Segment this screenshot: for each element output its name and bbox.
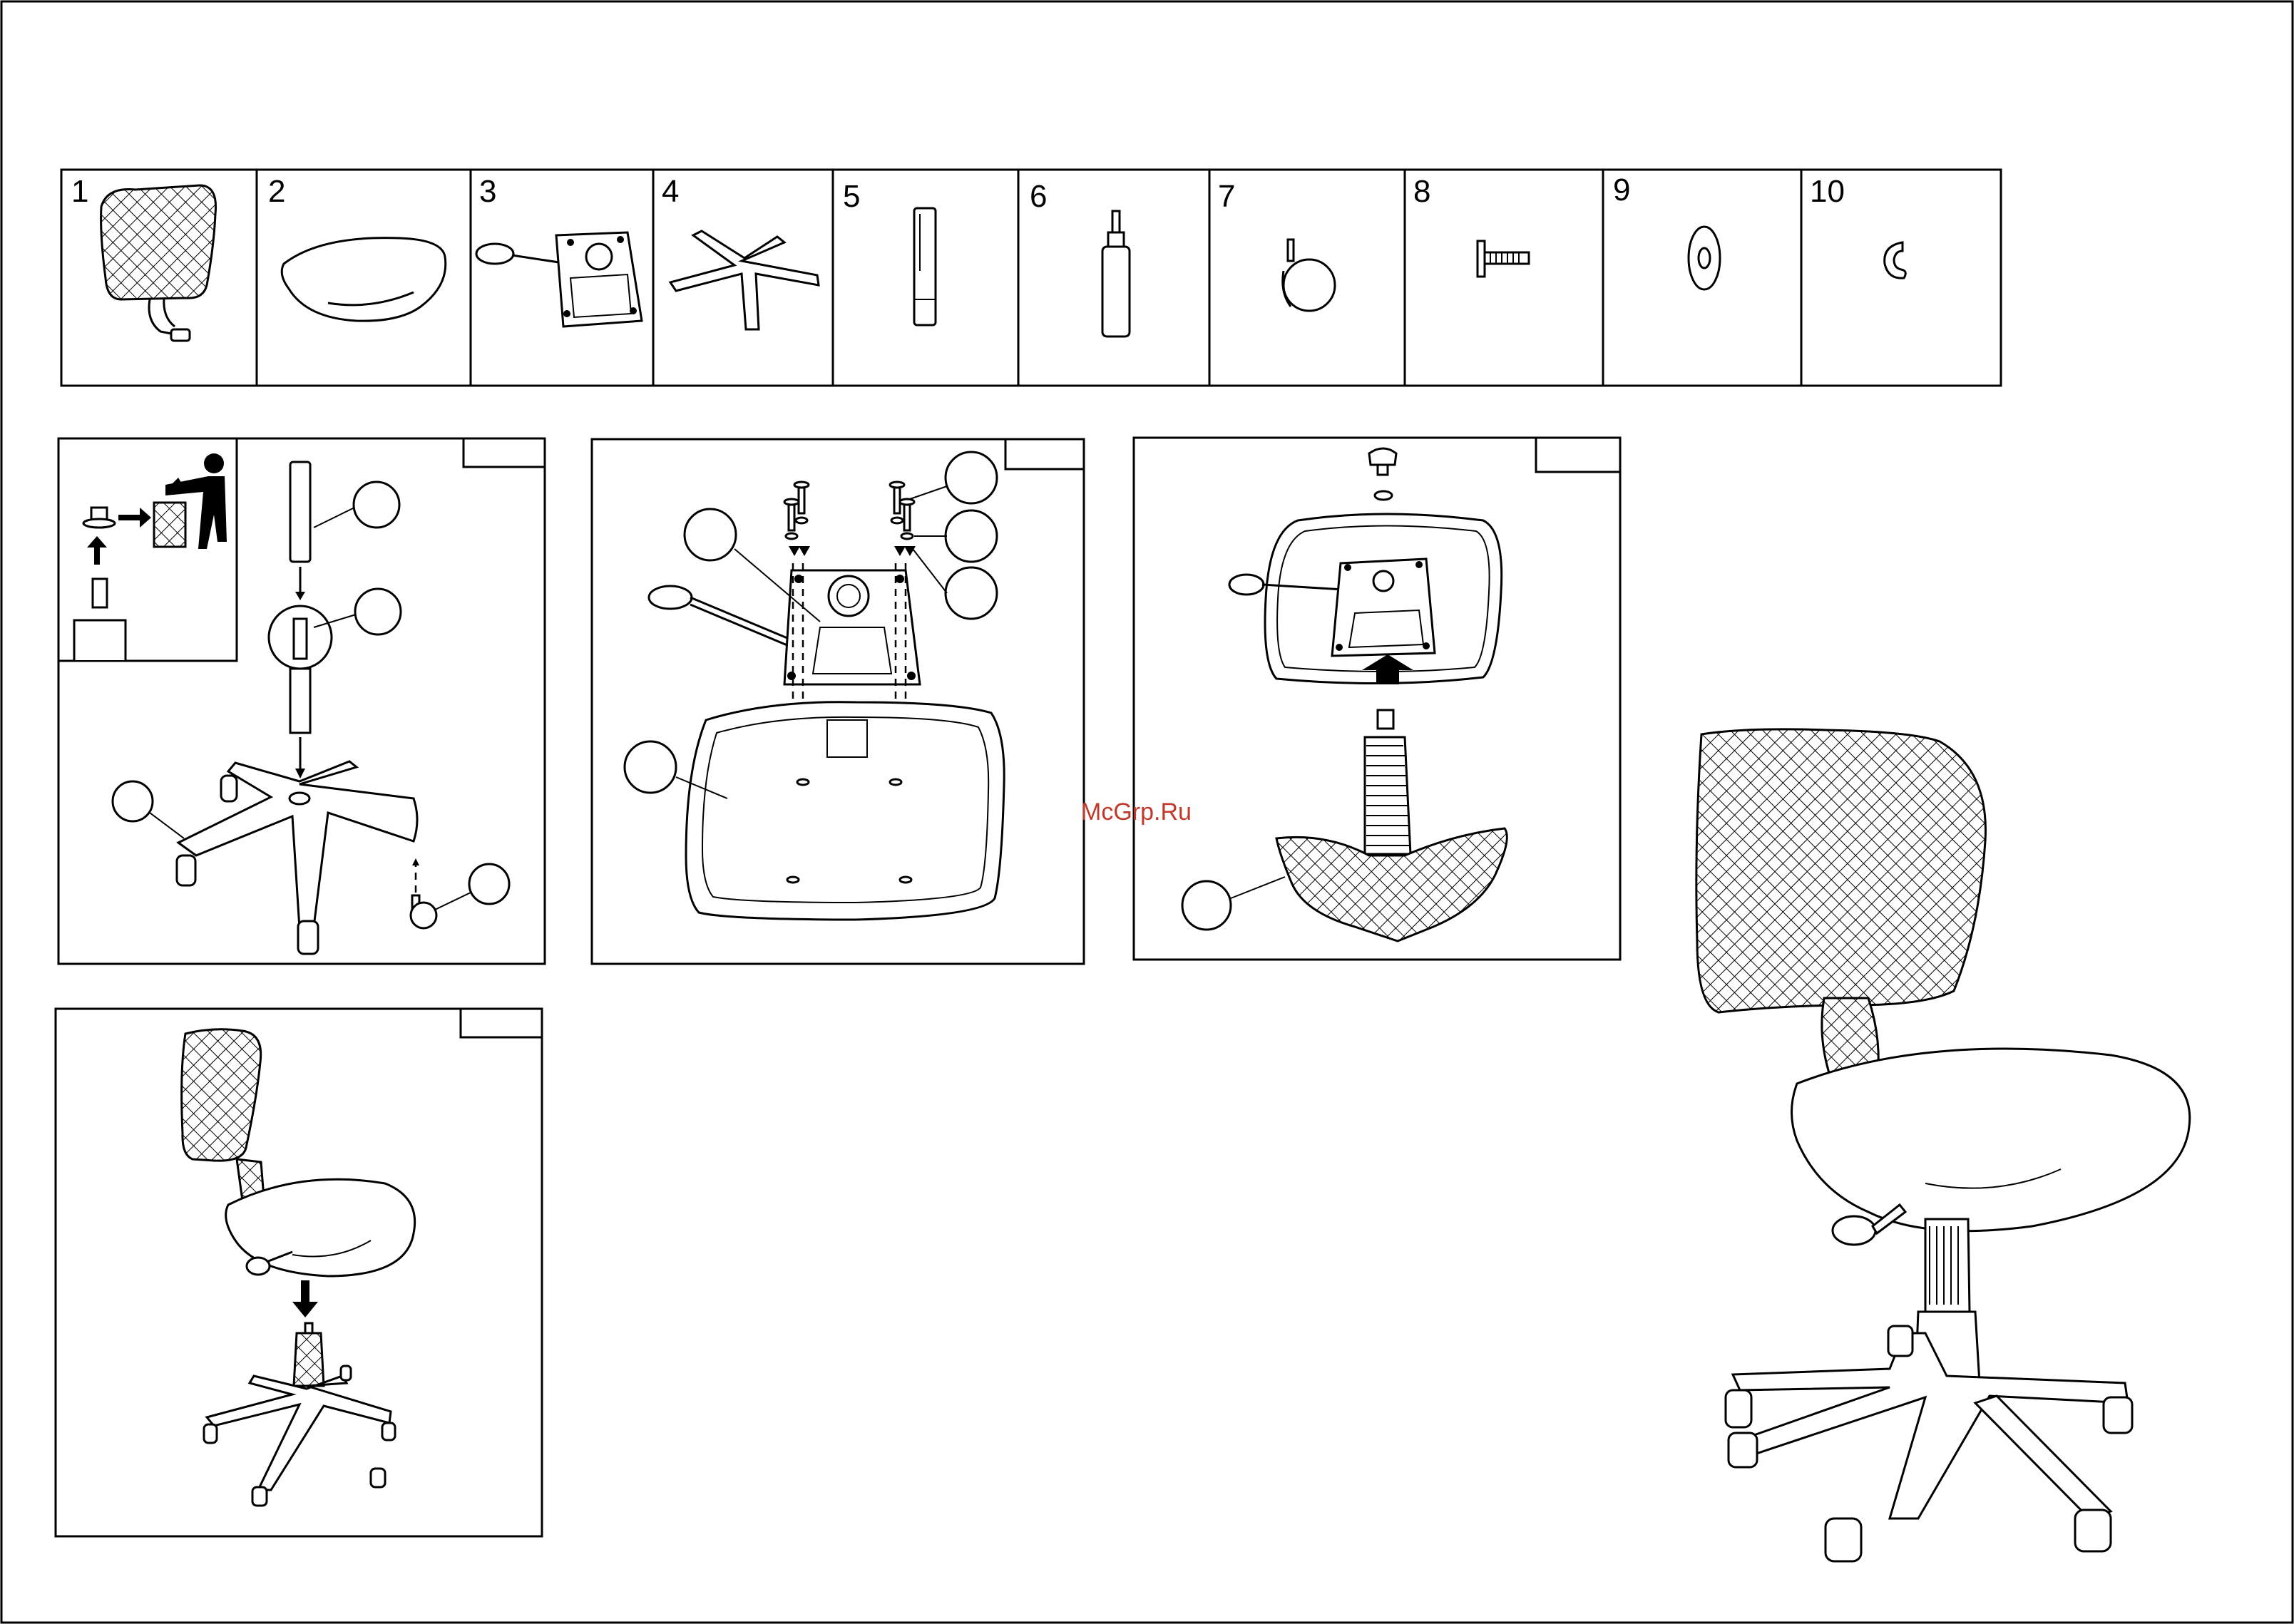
- callout-circle: [946, 452, 997, 503]
- cap-icon: [83, 508, 115, 528]
- arrow-right-icon: [118, 508, 151, 528]
- arrow-up-icon: [87, 536, 107, 565]
- callout-circle: [946, 567, 997, 619]
- callout-circle: [1182, 881, 1231, 930]
- small-chair-upper: [182, 1029, 415, 1276]
- callout-circle: [625, 741, 676, 793]
- part-number-3: 3: [479, 174, 496, 209]
- part-number-8: 8: [1413, 174, 1430, 209]
- assembled-chair: [1696, 729, 2190, 1561]
- part-number-2: 2: [268, 174, 285, 209]
- callout-circle: [946, 510, 997, 562]
- washer-icon: [1689, 227, 1720, 289]
- part-number-9: 9: [1613, 173, 1630, 207]
- small-chair-lower: [204, 1323, 395, 1506]
- caster-icon: [1283, 240, 1335, 311]
- part-number-4: 4: [662, 174, 679, 209]
- parts-table: 1 2 3 4 5 6 7 8 9 10: [61, 170, 2001, 386]
- chair-base: [1726, 1326, 2132, 1561]
- caster-part-7: [411, 858, 436, 928]
- gas-lift-part-6: [290, 669, 310, 733]
- bolts-group: [784, 482, 916, 556]
- callout-circle: [355, 589, 401, 634]
- mechanism-part-3: [649, 570, 920, 684]
- chair-seat: [1792, 1049, 2190, 1231]
- base-icon: [670, 231, 819, 329]
- backrest-icon: [101, 185, 216, 341]
- part-number-10: 10: [1810, 174, 1845, 209]
- spring-washer-icon: [1885, 242, 1906, 278]
- seat-part-2: [686, 702, 1004, 920]
- callout-circle: [113, 781, 153, 821]
- part-number-1: 1: [71, 174, 88, 209]
- step-4-panel: [56, 1009, 542, 1536]
- part-number-5: 5: [843, 179, 860, 214]
- backrest: [1696, 729, 1986, 1012]
- bolt-icon: [1478, 241, 1529, 277]
- callout-circle: [685, 509, 736, 560]
- part-number-6: 6: [1030, 179, 1047, 214]
- callout-circle: [354, 482, 399, 528]
- gas-lift-icon: [1102, 211, 1130, 336]
- seat-icon: [282, 238, 446, 322]
- callout-circle: [469, 864, 509, 904]
- washer-icon: [1375, 491, 1392, 500]
- cover-part-5: [290, 462, 310, 562]
- part-number-7: 7: [1218, 179, 1235, 214]
- step-3-panel: [1134, 438, 1620, 960]
- knob-icon: [1369, 448, 1396, 475]
- step-2-panel: [592, 439, 1084, 964]
- base-part-4: [177, 761, 417, 954]
- step-4-number-box: [461, 1009, 542, 1037]
- step-3-number-box: [1536, 438, 1620, 472]
- trash-bin-icon: [154, 453, 227, 549]
- arrow-down-icon: [292, 1280, 318, 1317]
- gas-lift-cover-icon: [914, 208, 936, 325]
- gas-lift-end-icon: [74, 579, 126, 660]
- mechanism-icon: [476, 232, 642, 327]
- step-1-number-box: [464, 438, 545, 467]
- backrest-bracket: [1365, 710, 1410, 854]
- step-1-panel: [58, 438, 545, 964]
- step-2-number-box: [1005, 439, 1084, 469]
- watermark-text: McGrp.Ru: [1081, 798, 1192, 826]
